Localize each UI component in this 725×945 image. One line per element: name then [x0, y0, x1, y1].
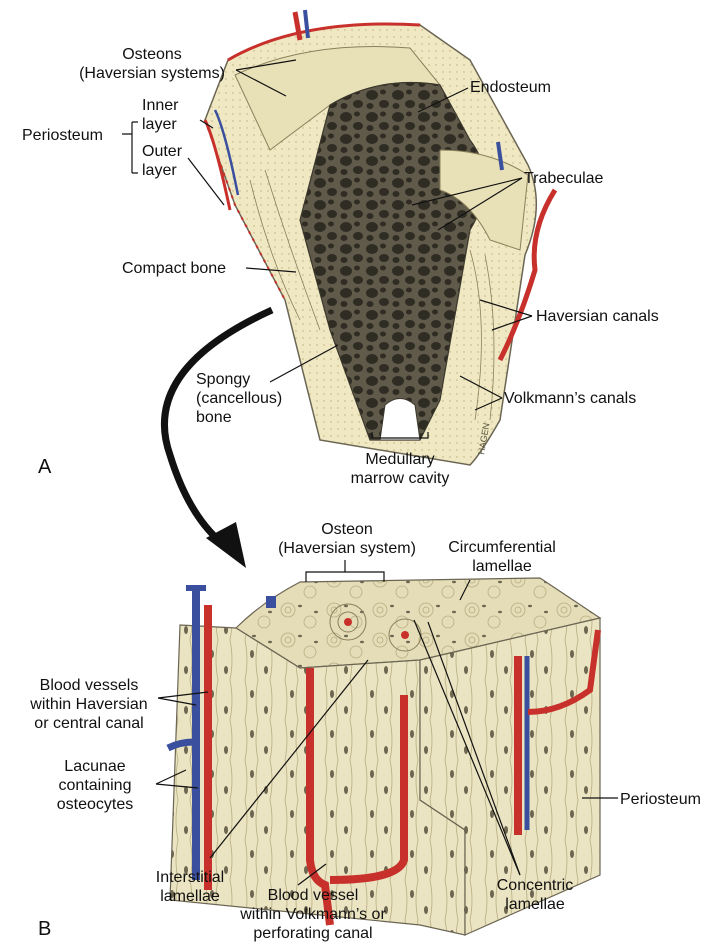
label-inner-layer-line2: layer	[142, 115, 178, 134]
label-volkmanns-canals: Volkmann’s canals	[504, 389, 636, 408]
label-periosteum-b: Periosteum	[620, 790, 701, 809]
label-medullary-line2: marrow cavity	[330, 469, 470, 488]
label-blood-vessels-line2: within Haversian	[14, 695, 164, 714]
label-interstitial-line1: Interstitial	[140, 868, 240, 887]
label-endosteum: Endosteum	[470, 78, 551, 97]
label-osteons-line1: Osteons	[62, 45, 242, 64]
label-osteons-line2: (Haversian systems)	[62, 64, 242, 83]
label-haversian-canals: Haversian canals	[536, 307, 659, 326]
label-osteon: Osteon (Haversian system)	[262, 520, 432, 558]
label-outer-layer-line1: Outer	[142, 142, 182, 161]
label-medullary-cavity: Medullary marrow cavity	[330, 450, 470, 488]
label-periosteum-a: Periosteum	[22, 126, 103, 145]
label-lacunae-line3: osteocytes	[40, 795, 150, 814]
panel-b-letter: B	[38, 918, 51, 941]
label-volkmann-line3: perforating canal	[228, 924, 398, 943]
label-medullary-line1: Medullary	[330, 450, 470, 469]
label-blood-vessels-haversian: Blood vessels within Haversian or centra…	[14, 676, 164, 733]
label-circumferential-line2: lamellae	[432, 557, 572, 576]
label-spongy-line2: (cancellous)	[196, 389, 282, 408]
label-osteon-line1: Osteon	[262, 520, 432, 539]
label-blood-vessels-line3: or central canal	[14, 714, 164, 733]
label-inner-layer: Inner layer	[142, 96, 178, 134]
label-inner-layer-line1: Inner	[142, 96, 178, 115]
label-circumferential-lamellae: Circumferential lamellae	[432, 538, 572, 576]
label-lacunae-line1: Lacunae	[40, 757, 150, 776]
label-blood-vessels-line1: Blood vessels	[14, 676, 164, 695]
label-interstitial-line2: lamellae	[140, 887, 240, 906]
label-volkmann-line1: Blood vessel	[228, 886, 398, 905]
label-concentric-line2: lamellae	[480, 895, 590, 914]
label-lacunae: Lacunae containing osteocytes	[40, 757, 150, 814]
label-spongy-bone: Spongy (cancellous) bone	[196, 370, 282, 427]
label-spongy-line3: bone	[196, 408, 282, 427]
panel-a-letter: A	[38, 456, 51, 479]
label-compact-bone: Compact bone	[122, 259, 226, 278]
label-interstitial-lamellae: Interstitial lamellae	[140, 868, 240, 906]
label-lacunae-line2: containing	[40, 776, 150, 795]
label-circumferential-line1: Circumferential	[432, 538, 572, 557]
label-concentric-lamellae: Concentric lamellae	[480, 876, 590, 914]
label-volkmann-line2: within Volkmann’s or	[228, 905, 398, 924]
label-osteon-line2: (Haversian system)	[262, 539, 432, 558]
label-concentric-line1: Concentric	[480, 876, 590, 895]
label-outer-layer: Outer layer	[142, 142, 182, 180]
zoom-arrow	[164, 310, 272, 568]
label-trabeculae: Trabeculae	[524, 169, 603, 188]
label-outer-layer-line2: layer	[142, 161, 182, 180]
label-blood-vessel-volkmann: Blood vessel within Volkmann’s or perfor…	[228, 886, 398, 943]
label-spongy-line1: Spongy	[196, 370, 282, 389]
label-osteons: Osteons (Haversian systems)	[62, 45, 242, 83]
medullary-cavity-shape	[380, 399, 420, 441]
cut-vein-top	[266, 596, 276, 608]
